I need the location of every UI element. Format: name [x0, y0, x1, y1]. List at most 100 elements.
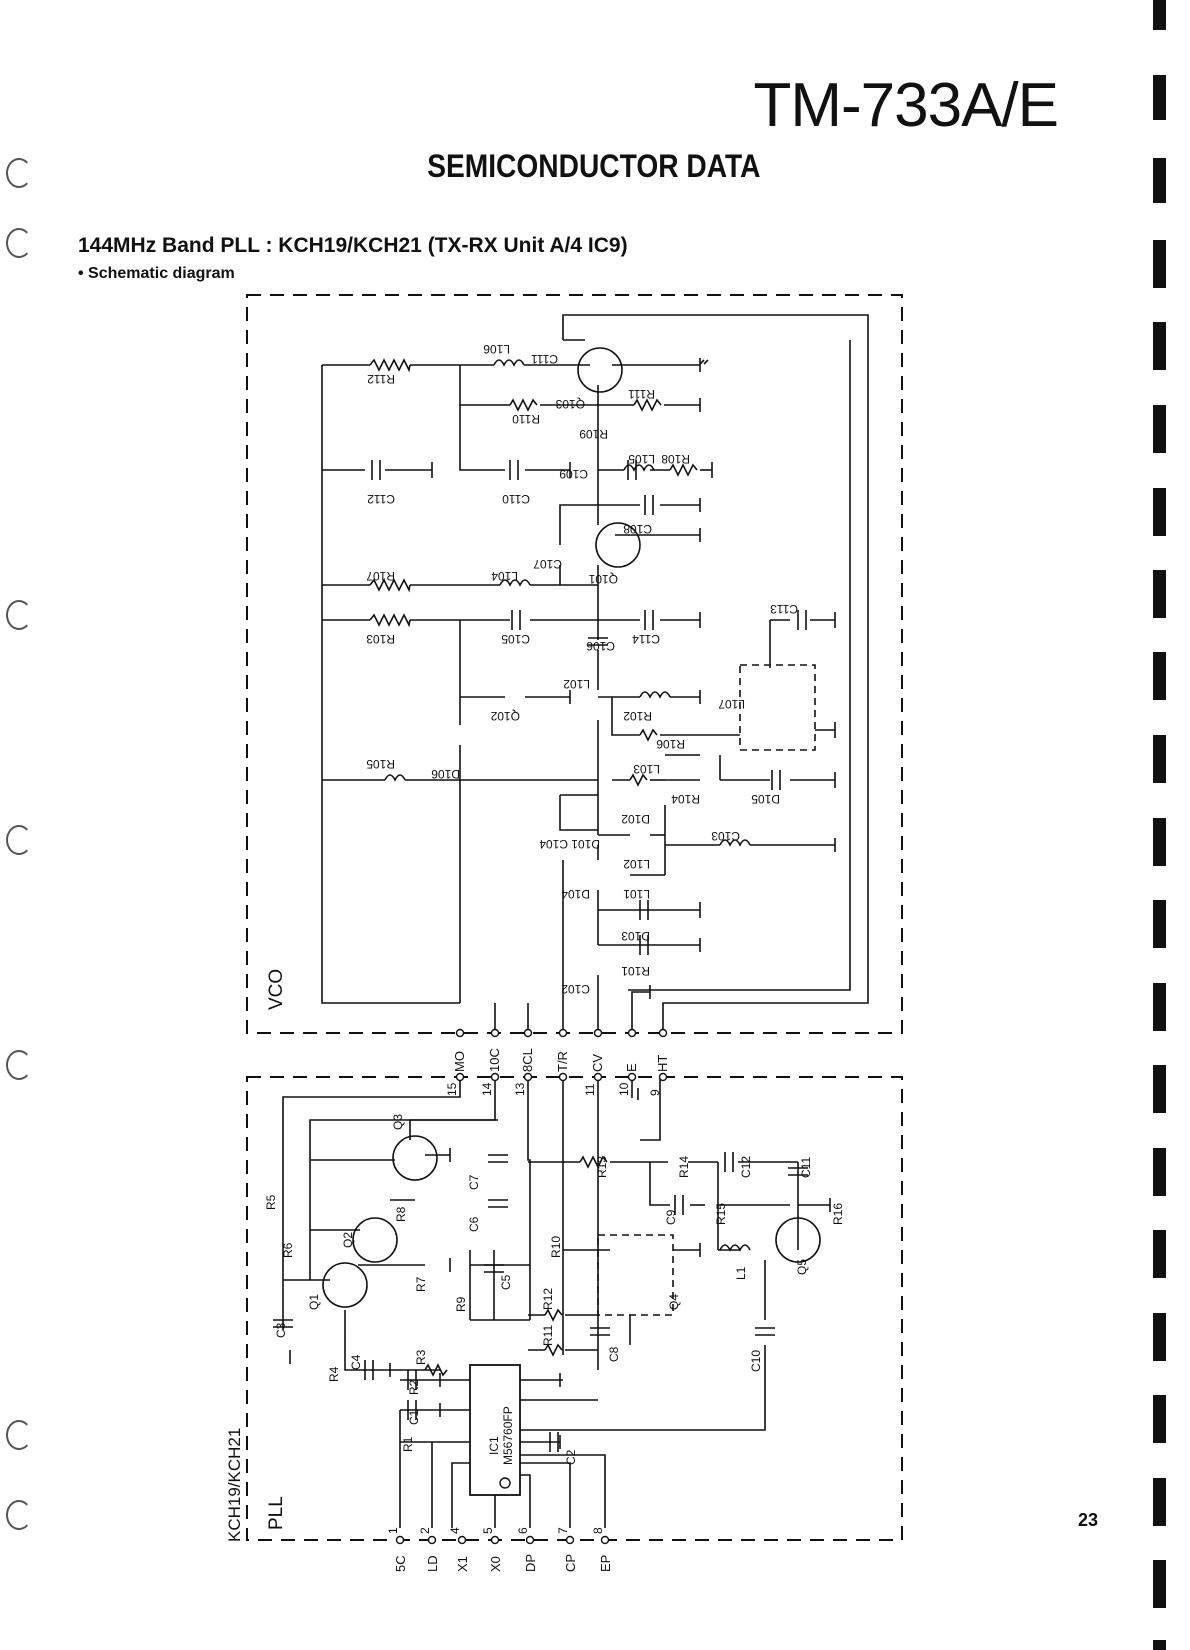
punch-hole — [6, 1420, 32, 1450]
header-pin-number: 2 — [418, 1527, 432, 1534]
component-designator: C9 — [664, 1209, 678, 1225]
component-designator: R12 — [541, 1288, 555, 1310]
component-designator: C113 — [770, 602, 798, 616]
component-designator: R106 — [656, 737, 685, 751]
component-designator: L102 — [623, 857, 650, 871]
component-designator: R103 — [366, 632, 395, 646]
connector-pin-number: 13 — [513, 1082, 527, 1096]
component-designator: Q103 — [555, 397, 585, 411]
component-designator: D105 — [751, 792, 780, 806]
component-designator: D102 — [621, 812, 650, 826]
q103-symbol — [577, 347, 623, 393]
connector-pin-bottom — [490, 1072, 500, 1082]
component-designator: R11 — [541, 1325, 555, 1346]
punch-hole — [6, 1500, 32, 1530]
registration-bar — [1153, 0, 1166, 30]
registration-bar — [1153, 488, 1166, 536]
pll-wiring — [282, 1077, 830, 1528]
registration-bar — [1153, 322, 1166, 370]
component-designator: D101 — [571, 837, 600, 851]
component-designator: C10 — [749, 1350, 763, 1372]
component-designator: R105 — [366, 757, 395, 771]
component-designator: C108 — [623, 522, 652, 536]
component-designator: C8 — [607, 1346, 621, 1362]
pll-block-label: PLL — [266, 1496, 287, 1530]
component-designator: R16 — [831, 1203, 845, 1225]
component-designator: C103 — [711, 829, 740, 843]
component-designator: R10 — [549, 1236, 563, 1258]
header-pin — [457, 1535, 467, 1545]
registration-bar — [1153, 1640, 1166, 1650]
component-designator: Q5 — [795, 1259, 809, 1275]
connector-pin-number: 11 — [583, 1083, 597, 1096]
component-designator: L102 — [563, 677, 590, 691]
ground-symbols — [289, 358, 836, 1449]
component-designator: R109 — [579, 427, 608, 441]
connector-signal-label: MO — [452, 1051, 467, 1072]
page-number: 23 — [1078, 1510, 1099, 1530]
registration-bar — [1153, 1148, 1166, 1196]
q101-symbol — [595, 522, 641, 568]
q3-symbol — [392, 1135, 438, 1181]
q1-symbol — [322, 1262, 368, 1308]
component-designator: R2 — [407, 1379, 421, 1395]
punch-hole — [6, 825, 32, 855]
registration-bar — [1153, 158, 1166, 203]
registration-bar — [1153, 900, 1166, 948]
header-pin-name: 5C — [393, 1555, 408, 1572]
component-designator: D103 — [621, 929, 650, 943]
punch-hole — [6, 228, 32, 258]
component-designator: L1 — [734, 1266, 748, 1280]
punch-hole — [6, 600, 32, 630]
connector-signal-label: E — [624, 1063, 639, 1072]
connector-pin-bottom — [455, 1072, 465, 1082]
component-designator: C112 — [367, 492, 395, 506]
q2-symbol — [352, 1217, 398, 1263]
registration-bar — [1153, 75, 1166, 120]
header-pin-name: CP — [563, 1554, 578, 1572]
punch-hole — [6, 158, 32, 188]
ic1-chip — [469, 1364, 521, 1496]
component-designator: R1 — [401, 1436, 415, 1452]
page-title: SEMICONDUCTOR DATA — [427, 148, 761, 184]
connector-pin-top — [455, 1028, 465, 1038]
capacitor-symbols — [273, 460, 808, 1452]
connector-pin-top — [558, 1028, 568, 1038]
connector-pin-top — [523, 1028, 533, 1038]
header-pin-number: 8 — [591, 1527, 605, 1534]
vco-block-label: VCO — [266, 969, 287, 1010]
vco-wiring — [321, 314, 869, 1030]
component-designator: C6 — [467, 1216, 481, 1232]
component-designator: C102 — [561, 982, 590, 996]
component-designator: C2 — [564, 1449, 578, 1465]
component-designator: C1 — [407, 1409, 421, 1425]
connector-pin-number: 14 — [480, 1082, 494, 1096]
component-designator: C4 — [349, 1354, 363, 1370]
header-pin-name: X1 — [455, 1556, 470, 1572]
component-designator: Q102 — [490, 709, 520, 723]
connector-pin-top — [593, 1028, 603, 1038]
registration-bar — [1153, 1313, 1166, 1361]
registration-bar — [1153, 1478, 1166, 1526]
inductor-symbols — [384, 359, 751, 1252]
connector-pin-bottom — [593, 1072, 603, 1082]
registration-bar — [1153, 1395, 1166, 1443]
component-designator: Q101 — [588, 572, 618, 586]
connector-pin-bottom — [523, 1072, 533, 1082]
component-designator: R6 — [281, 1242, 295, 1258]
header-pin — [565, 1535, 575, 1545]
registration-bar — [1153, 1560, 1166, 1608]
component-designator: R3 — [414, 1349, 428, 1365]
registration-bar — [1153, 1065, 1166, 1113]
component-designator: L107 — [718, 697, 745, 711]
component-designator: C114 — [632, 632, 660, 646]
component-designator: L105 — [628, 452, 655, 466]
component-designator: R13 — [595, 1156, 609, 1178]
component-designator: R7 — [414, 1276, 428, 1292]
component-designator: C107 — [533, 557, 562, 571]
header-pin-number: 5 — [481, 1527, 495, 1534]
component-designator: R9 — [454, 1296, 468, 1312]
registration-bar — [1153, 1230, 1166, 1278]
registration-bar — [1153, 735, 1166, 783]
